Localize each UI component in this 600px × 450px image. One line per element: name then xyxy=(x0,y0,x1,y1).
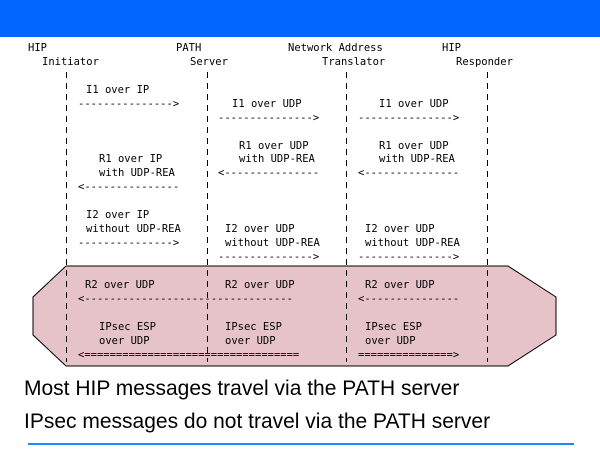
msg-r2-hop1: R2 over UDP xyxy=(85,279,155,291)
msg-i2-hop3-line1: I2 over UDP xyxy=(365,223,435,235)
msg-esp-hop1-line1: IPsec ESP xyxy=(99,321,156,333)
msg-r2-hop2: R2 over UDP xyxy=(225,279,295,291)
msg-r1-hop1-line2: with UDP-REA xyxy=(99,167,176,179)
msg-r1-hop2-line1: R1 over UDP xyxy=(239,140,309,152)
msg-r1-hop1-line1: R1 over IP xyxy=(99,153,162,165)
msg-r2-hop3: R2 over UDP xyxy=(365,279,435,291)
direct-path-highlight xyxy=(32,265,557,367)
msg-r1-hop2-line2: with UDP-REA xyxy=(239,153,316,165)
entity-responder-line2: Responder xyxy=(456,56,513,68)
caption-line-1: Most HIP messages travel via the PATH se… xyxy=(24,377,460,400)
msg-esp-hop3-line2: over UDP xyxy=(365,335,416,347)
arrow-r2-hop3: <--------------- xyxy=(358,293,459,305)
arrow-r1-hop3: <--------------- xyxy=(358,167,459,179)
msg-r1-hop3-line1: R1 over UDP xyxy=(379,140,449,152)
entity-nat-line2: Translator xyxy=(322,56,385,68)
msg-esp-hop1-line2: over UDP xyxy=(99,335,150,347)
msg-r1-hop3-line2: with UDP-REA xyxy=(379,153,456,165)
entity-responder-line1: HIP xyxy=(442,42,461,54)
caption-line-2: IPsec messages do not travel via the PAT… xyxy=(24,410,491,433)
arrow-i1-hop1: ---------------> xyxy=(78,98,179,110)
arrow-r1-hop1: <--------------- xyxy=(78,181,179,193)
msg-i2-hop1-line2: without UDP-REA xyxy=(86,223,182,235)
msg-i1-hop2: I1 over UDP xyxy=(232,98,302,110)
entity-path-line2: Server xyxy=(190,56,228,68)
msg-esp-hop2-line2: over UDP xyxy=(225,335,276,347)
entity-path-line1: PATH xyxy=(176,42,201,54)
msg-i2-hop3-line2: without UDP-REA xyxy=(365,237,461,249)
msg-i2-hop2-line2: without UDP-REA xyxy=(225,237,321,249)
msg-i1-hop1: I1 over IP xyxy=(86,84,149,96)
arrow-i2-hop1: ---------------> xyxy=(78,237,179,249)
arrow-i2-hop3: ---------------> xyxy=(358,251,459,263)
msg-i1-hop3: I1 over UDP xyxy=(379,98,449,110)
arrow-i1-hop3: ---------------> xyxy=(358,112,459,124)
bottom-rule xyxy=(28,443,574,445)
msg-i2-hop1-line1: I2 over IP xyxy=(86,209,149,221)
arrow-esp-hop3: ===============> xyxy=(358,349,459,361)
msg-i2-hop2-line1: I2 over UDP xyxy=(225,223,295,235)
arrow-i1-hop2: ---------------> xyxy=(218,112,319,124)
entity-initiator-line2: Initiator xyxy=(42,56,99,68)
entity-initiator-line1: HIP xyxy=(28,42,47,54)
msg-esp-hop2-line1: IPsec ESP xyxy=(225,321,282,333)
msg-esp-hop3-line1: IPsec ESP xyxy=(365,321,422,333)
title-bar xyxy=(0,0,600,37)
arrow-i2-hop2: ---------------> xyxy=(218,251,319,263)
entity-nat-line1: Network Address xyxy=(288,42,383,54)
arrow-esp-hop12: <================================== xyxy=(78,349,299,361)
arrow-r1-hop2: <--------------- xyxy=(218,167,319,179)
arrow-r2-hop12: <--------------------------------- xyxy=(78,293,293,305)
